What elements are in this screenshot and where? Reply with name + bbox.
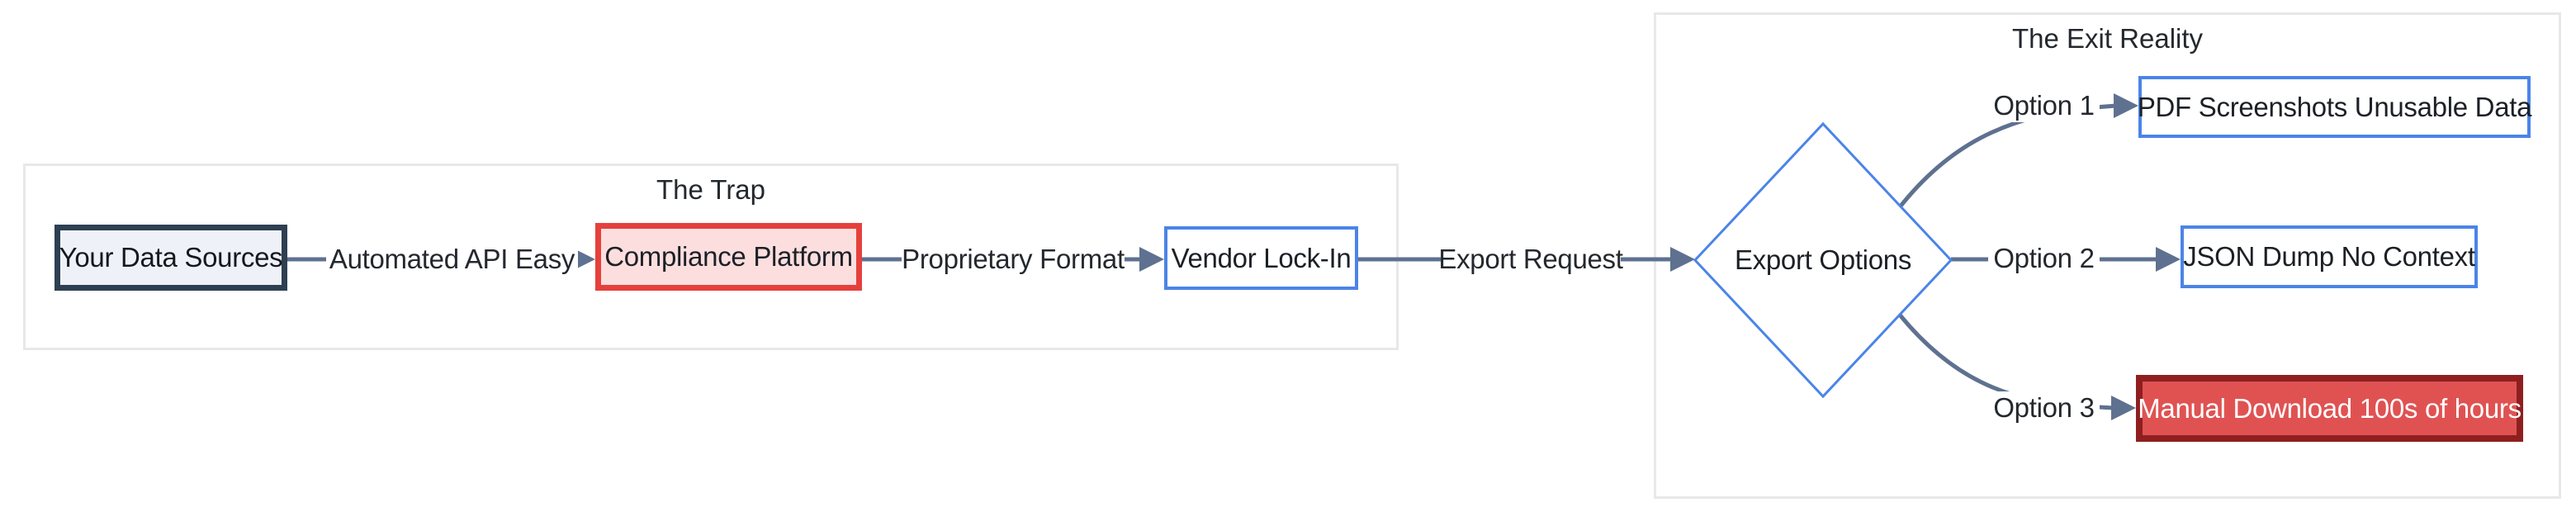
edge-label-option-1: Option 1 <box>1988 89 2100 122</box>
edge-label-proprietary-format: Proprietary Format <box>902 243 1125 276</box>
export-options-diamond <box>1693 121 1953 399</box>
edge-label-export-request: Export Request <box>1438 243 1623 276</box>
arrowhead-to-pdf <box>2114 93 2138 118</box>
arrowhead-to-jsondump <box>2156 247 2181 272</box>
edge-label-automated-api-easy: Automated API Easy <box>326 243 578 276</box>
arrowhead-to-manual <box>2111 396 2136 420</box>
node-your-data-sources: Your Data Sources <box>54 225 287 291</box>
edge-label-option-2: Option 2 <box>1988 242 2100 275</box>
edge-label-option-3: Option 3 <box>1988 391 2100 424</box>
node-compliance-platform: Compliance Platform <box>595 223 862 291</box>
node-manual-download-100s-of-hours: Manual Download 100s of hours <box>2136 375 2523 442</box>
arrowhead-to-lockin <box>1139 247 1164 272</box>
node-pdf-screenshots-unusable-data: PDF Screenshots Unusable Data <box>2138 76 2531 138</box>
node-vendor-lock-in: Vendor Lock-In <box>1164 226 1358 290</box>
arrowhead-to-options <box>1670 247 1695 272</box>
node-json-dump-no-context: JSON Dump No Context <box>2181 225 2478 288</box>
node-export-options-label: Export Options <box>1734 244 1912 275</box>
